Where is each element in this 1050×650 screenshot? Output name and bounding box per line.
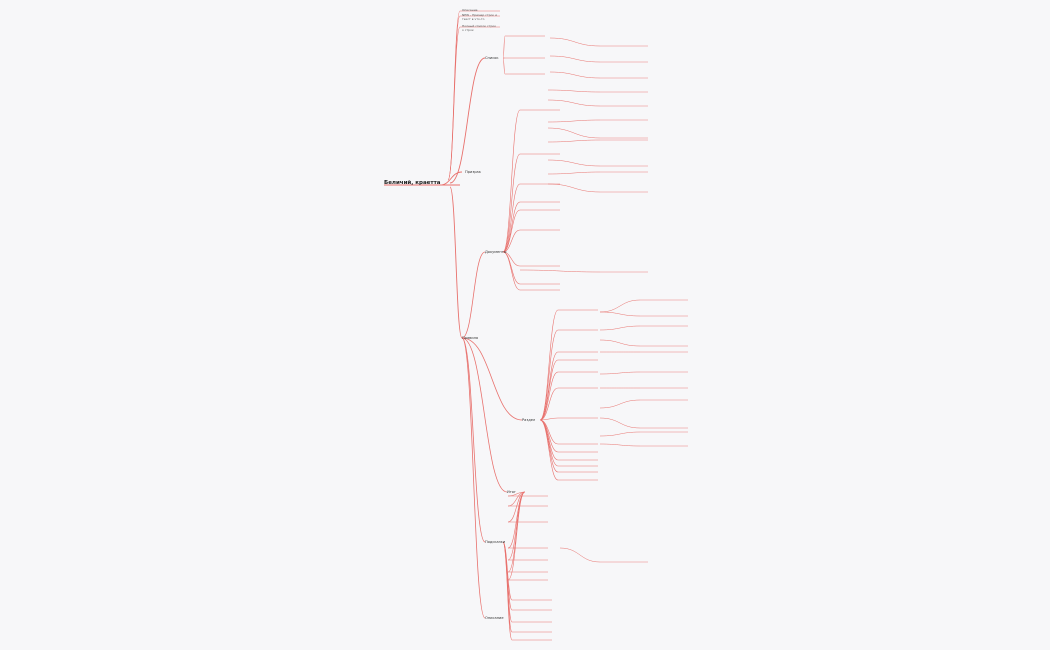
leaf-node-1[interactable]: Описание <box>462 8 478 12</box>
connector-line <box>502 251 521 285</box>
connector-line <box>507 491 526 549</box>
connector-line <box>539 417 559 421</box>
root-node[interactable]: Беличий, краетта <box>384 180 441 186</box>
connector-line <box>599 417 641 429</box>
connector-line <box>502 541 513 641</box>
connector-line <box>539 309 559 421</box>
connector-line <box>539 387 559 421</box>
connector-line <box>461 337 523 421</box>
branch-node-5[interactable]: Раздел <box>522 418 536 422</box>
connector-line <box>461 337 508 493</box>
connector-line <box>502 153 521 253</box>
branch-node-2[interactable]: Список <box>485 56 499 60</box>
connector-line <box>502 57 506 75</box>
connector-line <box>549 71 601 79</box>
connector-line <box>502 201 521 253</box>
connector-line <box>599 311 641 317</box>
branch-node-8[interactable]: Итог <box>507 490 516 494</box>
branch-node-3[interactable]: Правила <box>462 336 479 340</box>
connector-line <box>502 109 521 253</box>
connector-line <box>559 547 601 563</box>
connector-line <box>547 139 601 143</box>
connector-line <box>461 337 486 543</box>
connector-line <box>547 183 601 193</box>
connector-line <box>439 171 463 186</box>
connector-line <box>547 99 601 107</box>
connector-line <box>502 35 506 59</box>
connector-line <box>547 89 601 93</box>
connector-line <box>447 26 461 181</box>
connector-line <box>461 251 486 339</box>
leaf-node-2[interactable]: NEW - Пример строк и текст в что-то <box>462 13 498 21</box>
connector-line <box>599 339 641 347</box>
connector-line <box>599 399 641 409</box>
connector-line <box>502 229 521 253</box>
connector-line <box>539 359 559 421</box>
connector-line <box>507 491 526 561</box>
connector-line <box>449 57 486 184</box>
connector-line <box>547 127 601 139</box>
branch-node-1[interactable]: Призрак <box>465 170 481 174</box>
leaf-node-3[interactable]: Полный список строк о строк <box>462 24 497 32</box>
connector-line <box>599 443 641 447</box>
connector-line <box>547 171 601 175</box>
connector-line <box>547 159 601 167</box>
connector-line <box>502 251 521 291</box>
connector-line <box>549 37 601 47</box>
connector-line <box>449 186 463 339</box>
connector-line <box>519 269 601 273</box>
connector-line <box>549 55 601 63</box>
branch-node-6[interactable]: Подсказки <box>485 540 506 544</box>
connector-line <box>547 119 601 123</box>
connector-line <box>539 419 559 481</box>
connector-line <box>599 371 641 375</box>
connector-line <box>502 251 521 267</box>
branch-node-7[interactable]: Описание <box>485 616 504 620</box>
connector-line <box>507 491 526 523</box>
connector-line <box>461 337 486 619</box>
branch-node-4[interactable]: Документы <box>485 250 507 254</box>
connector-line <box>599 299 641 313</box>
connector-line <box>507 491 526 581</box>
connector-line <box>539 329 559 421</box>
connector-line <box>599 431 641 437</box>
connector-line <box>539 419 559 461</box>
connector-line <box>539 371 559 421</box>
connector-line <box>599 325 641 331</box>
